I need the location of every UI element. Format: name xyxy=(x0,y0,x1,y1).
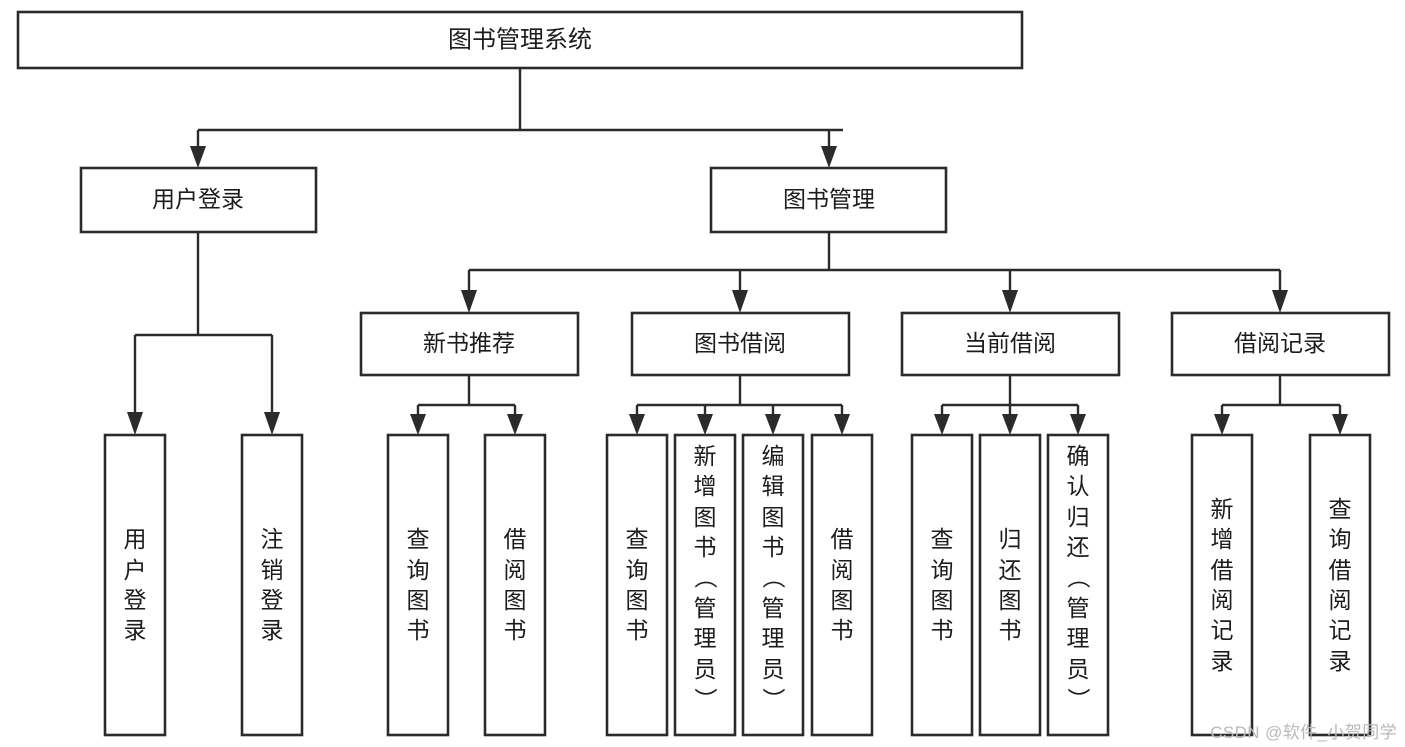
leaf-box-current-borrow-3[interactable] xyxy=(1046,433,1110,737)
leaf-box-book-borrow-2[interactable] xyxy=(673,433,737,737)
node-book-manage-box xyxy=(709,166,948,234)
node-book-borrow-label: 图书借阅 xyxy=(694,330,786,356)
leaf-box-user-login-2[interactable] xyxy=(240,433,304,737)
node-user-login-label: 用户登录 xyxy=(152,186,244,212)
leaf-box-current-borrow-1[interactable] xyxy=(910,433,974,737)
connector-book-manage-to-level3 xyxy=(461,232,1288,313)
leaf-box-borrow-record-2[interactable] xyxy=(1308,433,1372,737)
node-borrow-record-label: 借阅记录 xyxy=(1234,330,1326,356)
leaf-boxes-new-book-recommend xyxy=(386,433,547,737)
leaf-box-new-book-2[interactable] xyxy=(483,433,547,737)
node-current-borrow-label: 当前借阅 xyxy=(964,330,1056,356)
connector-borrow-record-to-leaves xyxy=(1214,375,1348,435)
node-root-system[interactable]: 图书管理系统 xyxy=(16,10,1024,70)
leaf-boxes-book-borrow xyxy=(605,433,874,737)
leaf-box-user-login-1[interactable] xyxy=(103,433,167,737)
node-current-borrow-box xyxy=(900,311,1121,377)
csdn-watermark: CSDN @软件_小贺同学 xyxy=(1210,723,1397,742)
leaf-box-book-borrow-1[interactable] xyxy=(605,433,669,737)
leaf-boxes-current-borrow xyxy=(910,433,1110,737)
node-borrow-record[interactable]: 借阅记录 xyxy=(1170,311,1391,377)
leaf-box-current-borrow-2[interactable] xyxy=(978,433,1042,737)
connector-current-borrow-to-leaves xyxy=(934,375,1086,435)
node-root-box xyxy=(16,10,1024,70)
node-book-borrow[interactable]: 图书借阅 xyxy=(630,311,851,377)
node-user-login-box xyxy=(79,166,318,234)
connector-new-book-to-leaves xyxy=(410,375,523,435)
leaf-box-new-book-1[interactable] xyxy=(386,433,450,737)
leaf-box-book-borrow-4[interactable] xyxy=(810,433,874,737)
node-book-manage-label: 图书管理 xyxy=(783,186,875,212)
node-root-label: 图书管理系统 xyxy=(448,26,592,53)
leaf-box-book-borrow-3[interactable] xyxy=(741,433,805,737)
node-borrow-record-box xyxy=(1170,311,1391,377)
connector-root-to-level2 xyxy=(190,68,843,168)
node-current-borrow[interactable]: 当前借阅 xyxy=(900,311,1121,377)
node-new-book-recommend-box xyxy=(359,311,580,377)
node-book-borrow-box xyxy=(630,311,851,377)
leaf-boxes-user-login xyxy=(103,433,304,737)
connector-user-login-to-leaves xyxy=(127,232,280,435)
node-user-login[interactable]: 用户登录 xyxy=(79,166,318,234)
node-new-book-recommend-label: 新书推荐 xyxy=(423,330,515,356)
leaf-boxes-borrow-record xyxy=(1190,433,1372,737)
leaf-box-borrow-record-1[interactable] xyxy=(1190,433,1254,737)
node-new-book-recommend[interactable]: 新书推荐 xyxy=(359,311,580,377)
node-book-manage[interactable]: 图书管理 xyxy=(709,166,948,234)
connector-book-borrow-to-leaves xyxy=(629,375,850,435)
